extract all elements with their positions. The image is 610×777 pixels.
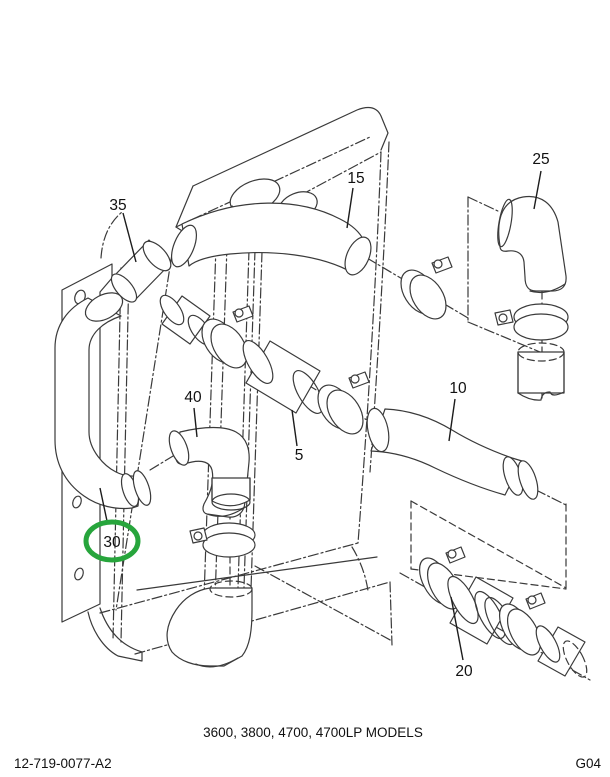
radiator-inlet-stub (159, 294, 213, 346)
part-20-sleeve-hose (447, 575, 516, 646)
hose-clamp-15 (400, 256, 453, 320)
leader-35 (122, 212, 137, 263)
radiator-outlet-stub (211, 477, 251, 511)
hose-clamp-25 (494, 303, 569, 341)
hose-clamp-20-right (498, 592, 546, 656)
page-code: G04 (575, 756, 601, 771)
callout-30[interactable]: 30 (103, 534, 121, 551)
document-number: 12-719-0077-A2 (14, 756, 112, 771)
highlight-ellipse (83, 519, 141, 563)
callout-25[interactable]: 25 (532, 151, 549, 168)
leader-30 (99, 487, 108, 522)
part-35-short-hose (110, 239, 172, 303)
part-30-long-hose (54, 292, 152, 510)
callout-15[interactable]: 15 (347, 170, 364, 187)
part-25-elbow-hose (497, 195, 567, 294)
models-caption: 3600, 3800, 4700, 4700LP MODELS (203, 725, 423, 740)
sleeve-below-25 (517, 342, 565, 401)
hose-clamp-5-left (201, 305, 254, 369)
bottom-outlet-elbow (166, 580, 253, 668)
leader-20 (450, 596, 464, 661)
callout-35[interactable]: 35 (109, 197, 126, 214)
leader-5 (291, 409, 298, 447)
hose-clamp-5-right (317, 371, 370, 435)
leader-40 (193, 407, 198, 438)
part-15-upper-hose (170, 202, 372, 276)
part-5-sleeve-hose (242, 340, 324, 414)
hose-clamp-bottom (189, 522, 256, 558)
leader-25 (533, 170, 542, 210)
radiator-phantom-outline (61, 106, 567, 662)
callouts-layer: 35 15 25 40 5 10 30 20 (83, 151, 550, 680)
part-10-lower-hose (366, 407, 539, 500)
callout-20[interactable]: 20 (455, 663, 473, 680)
leader-10 (448, 398, 456, 442)
callout-5[interactable]: 5 (295, 447, 304, 464)
callout-40[interactable]: 40 (184, 389, 202, 406)
leader-15 (346, 187, 354, 229)
callout-10[interactable]: 10 (449, 380, 467, 397)
pipe-stub-20 (535, 625, 588, 678)
